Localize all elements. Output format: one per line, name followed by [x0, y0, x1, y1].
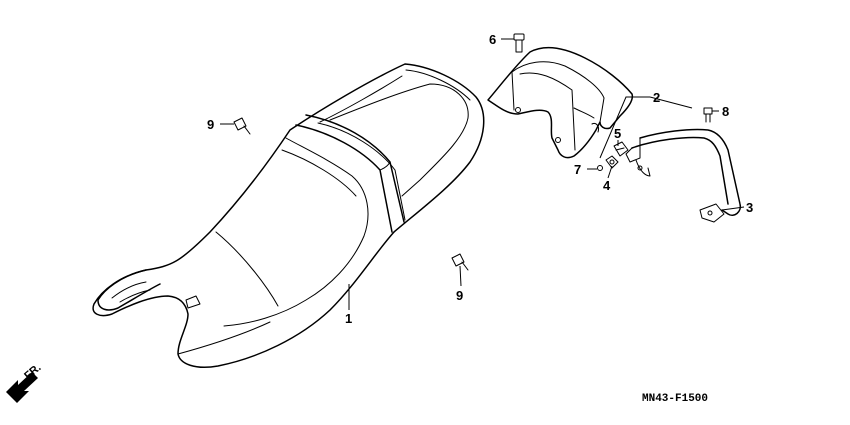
callout-4: 4	[603, 178, 611, 193]
seat-part[interactable]	[92, 63, 485, 368]
callout-3: 3	[746, 200, 753, 215]
clip-part[interactable]	[613, 141, 629, 157]
leader-line-3	[721, 206, 745, 211]
seat-bolt-left-part[interactable]	[233, 117, 251, 135]
diagram-code: MN43-F1500	[642, 393, 708, 405]
washer-screw-part[interactable]	[597, 165, 603, 171]
callout-9-left: 9	[207, 117, 214, 132]
rear-cowl-part[interactable]	[487, 46, 634, 159]
front-direction-arrow: FR.	[6, 362, 44, 403]
callout-8: 8	[722, 104, 729, 119]
seat-bolt-right-part[interactable]	[451, 253, 469, 271]
callout-9-right: 9	[456, 288, 463, 303]
grab-rail-part[interactable]	[625, 128, 742, 223]
callout-6: 6	[489, 32, 496, 47]
leader-line-4	[607, 165, 613, 179]
cowl-screw-part[interactable]	[513, 33, 525, 53]
callout-7: 7	[574, 162, 581, 177]
callout-5: 5	[614, 126, 621, 141]
leader-line-9-right	[459, 265, 462, 287]
callout-2: 2	[653, 90, 660, 105]
rail-bolt-part[interactable]	[703, 107, 713, 123]
leader-line-2	[599, 96, 693, 159]
callout-1: 1	[345, 311, 352, 326]
collar-part[interactable]	[605, 155, 619, 169]
